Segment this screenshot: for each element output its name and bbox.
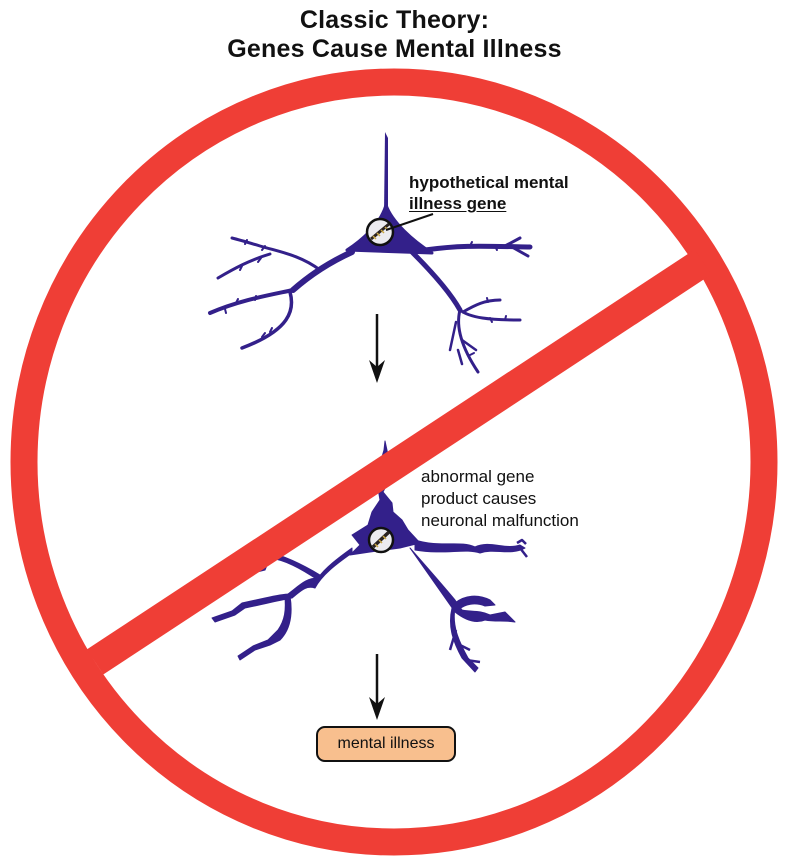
- gene-label-line-1: hypothetical mental: [409, 173, 569, 192]
- prohibition-slash: [86, 249, 712, 675]
- gene-icon-mutated: [367, 526, 395, 554]
- gene-pointer-line: [385, 213, 434, 231]
- mental-illness-label: mental illness: [337, 735, 435, 752]
- abnormal-label-line-3: neuronal malfunction: [421, 511, 579, 530]
- gene-icon: [365, 217, 395, 247]
- prohibition-sign: [10, 68, 778, 856]
- prohibition-ring: [10, 68, 778, 856]
- gene-label-line-2: illness gene: [409, 194, 507, 213]
- arrow-down-icon: [369, 654, 385, 720]
- abnormal-label-line-2: product causes: [421, 489, 537, 508]
- title-line-2: Genes Cause Mental Illness: [227, 35, 562, 63]
- title-line-1: Classic Theory:: [299, 6, 490, 34]
- arrow-down-icon: [369, 314, 385, 383]
- mental-illness-box: mental illness: [316, 726, 456, 762]
- healthy-neuron: [208, 132, 533, 374]
- abnormal-label-line-1: abnormal gene: [421, 467, 535, 486]
